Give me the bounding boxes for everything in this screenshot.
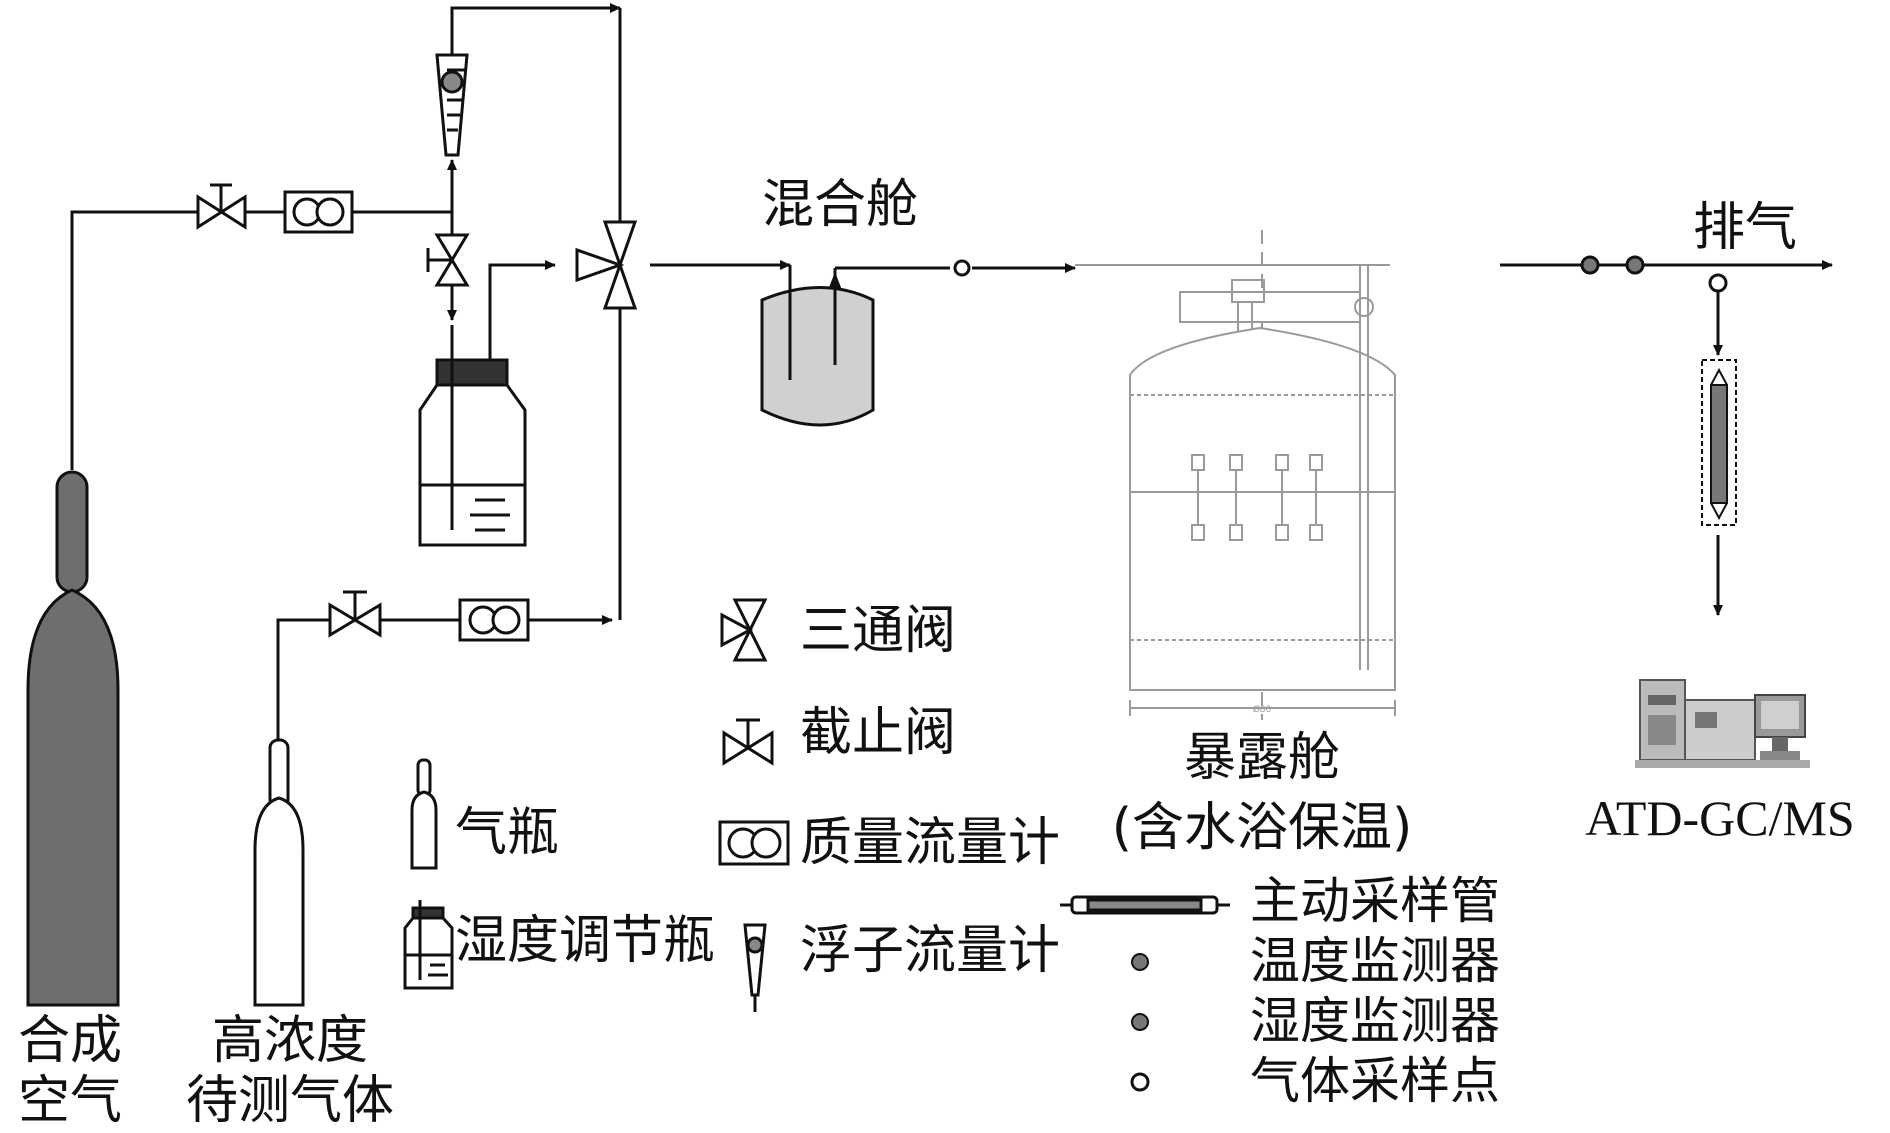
legend-stop-valve-icon xyxy=(722,718,774,766)
float-flowmeter[interactable] xyxy=(435,53,469,157)
humidity-monitor-dot xyxy=(1625,255,1645,275)
synthetic-air-label-line1: 合成 xyxy=(18,1011,122,1071)
exhaust-label: 排气 xyxy=(1693,198,1797,258)
synthetic-air-label-line2: 空气 xyxy=(18,1071,122,1131)
synthetic-air-cylinder xyxy=(26,470,120,1007)
humidity-bottle xyxy=(418,325,527,547)
legend-humidity-monitor-icon xyxy=(1131,1013,1149,1031)
pipe-network xyxy=(70,3,1833,840)
mass-flowmeter-lower[interactable] xyxy=(458,598,530,642)
legend-sampling-tube-label: 主动采样管 xyxy=(1250,872,1500,930)
chamber-dimension-label: Ø80 xyxy=(1253,704,1272,715)
exposure-chamber-label: 暴露舱 xyxy=(1184,728,1340,788)
gas-sampling-point-exhaust[interactable] xyxy=(1708,273,1728,293)
legend-float-flowmeter-icon xyxy=(743,923,767,1012)
legend-gas-cylinder-icon xyxy=(410,758,438,870)
legend-humidity-monitor-label: 湿度监测器 xyxy=(1250,992,1500,1050)
test-gas-cylinder xyxy=(253,738,305,1007)
mixing-chamber-label: 混合舱 xyxy=(762,175,918,235)
test-gas-label-line2: 待测气体 xyxy=(186,1071,394,1131)
temperature-monitor-dot xyxy=(1580,255,1600,275)
legend-temperature-monitor-icon xyxy=(1131,953,1149,971)
test-gas-label-line1: 高浓度 xyxy=(212,1011,368,1071)
legend-gas-sampling-point-icon xyxy=(1130,1072,1150,1092)
mass-flowmeter-upper[interactable] xyxy=(283,190,354,234)
legend-three-way-valve-icon xyxy=(720,598,768,662)
legend-float-flowmeter-label: 浮子流量计 xyxy=(800,921,1060,981)
chamber-sampling-tubes xyxy=(1191,454,1323,541)
legend-humidity-bottle-icon xyxy=(403,900,454,990)
legend-mass-flowmeter-icon xyxy=(718,820,790,866)
three-way-valve[interactable] xyxy=(575,220,638,310)
stop-valve-vertical[interactable] xyxy=(426,233,470,287)
exposure-chamber-note: (含水浴保温) xyxy=(1112,798,1413,858)
analyzer-label: ATD-GC/MS xyxy=(1585,790,1854,846)
legend-mass-flowmeter-label: 质量流量计 xyxy=(800,813,1060,873)
legend-stop-valve-label: 截止阀 xyxy=(800,703,956,763)
legend-humidity-bottle-label: 湿度调节瓶 xyxy=(455,911,715,971)
stop-valve-upper[interactable] xyxy=(196,183,247,230)
legend-temperature-monitor-label: 温度监测器 xyxy=(1250,932,1500,990)
stop-valve-lower[interactable] xyxy=(328,590,382,638)
mixing-chamber xyxy=(760,268,875,427)
legend-gas-sampling-point-label: 气体采样点 xyxy=(1250,1052,1500,1110)
exposure-chamber xyxy=(1075,230,1396,720)
legend-sampling-tube-icon xyxy=(1060,895,1230,915)
active-sampling-tube xyxy=(1701,359,1737,526)
atd-gcms-instrument xyxy=(1635,679,1810,768)
gas-sampling-point-mixing[interactable] xyxy=(953,259,971,277)
legend-gas-cylinder-label: 气瓶 xyxy=(455,803,559,863)
legend-three-way-valve-label: 三通阀 xyxy=(800,601,956,661)
